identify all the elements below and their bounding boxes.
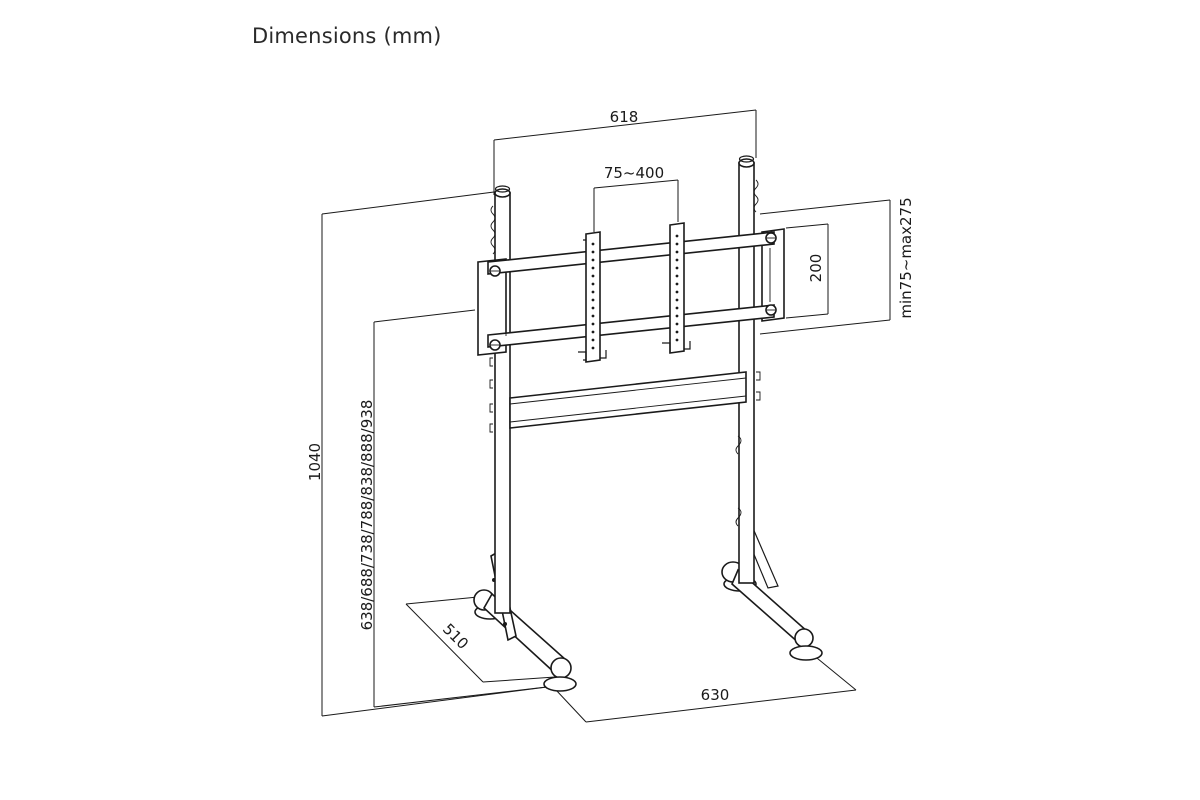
dim-vesa-horizontal: 75~400	[593, 164, 679, 232]
label-base-depth: 510	[439, 620, 472, 653]
label-total-height: 1040	[306, 443, 324, 481]
left-upright	[489, 185, 511, 614]
label-vesa-horizontal: 75~400	[604, 164, 664, 182]
vesa-bracket-right	[662, 222, 691, 354]
label-overall-width: 618	[610, 108, 639, 126]
right-rear-foot	[721, 525, 823, 661]
label-base-width: 630	[701, 686, 730, 704]
dim-total-height: 1040	[306, 191, 556, 717]
dim-mount-heights: 638/688/738/788/838/888/938	[358, 309, 556, 708]
dim-vesa-vertical: 200	[785, 223, 829, 319]
label-vertical-adjust: min75~max275	[897, 197, 915, 318]
label-vesa-vertical: 200	[807, 254, 825, 283]
dim-overall-width: 618	[493, 108, 757, 195]
right-upright	[735, 155, 761, 584]
mounting-frame	[477, 228, 785, 356]
frame-bolt	[765, 304, 777, 316]
frame-bolt	[489, 265, 501, 277]
dim-base-width: 630	[555, 653, 857, 723]
vesa-bracket-left	[578, 231, 607, 363]
diagram-title: Dimensions (mm)	[252, 24, 442, 48]
frame-bolt	[765, 232, 777, 244]
shelf-bar	[509, 371, 747, 429]
tv-stand	[473, 155, 823, 692]
label-mount-heights: 638/688/738/788/838/888/938	[358, 400, 376, 631]
dim-vertical-adjust: min75~max275	[759, 197, 915, 335]
frame-bolt	[489, 339, 501, 351]
left-front-foot	[473, 550, 577, 692]
